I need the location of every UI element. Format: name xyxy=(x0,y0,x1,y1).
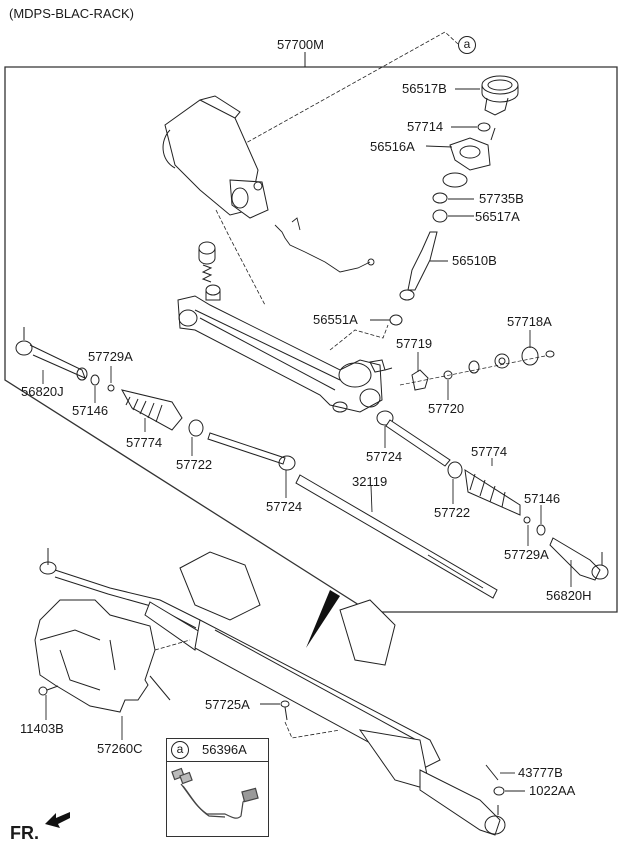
nut-57146-left-icon xyxy=(90,374,100,386)
wiring-harness-icon xyxy=(171,767,259,819)
rack-housing-icon xyxy=(177,295,393,413)
clamp-57722-left-icon xyxy=(188,419,204,437)
seal-57735B-icon xyxy=(432,192,448,204)
tie-rod-end-right-icon xyxy=(549,537,609,581)
bolt-57725A-icon xyxy=(280,700,290,721)
callout-57729A-left[interactable]: 57729A xyxy=(88,349,133,364)
callout-56510B[interactable]: 56510B xyxy=(452,253,497,268)
black-arrow-marker xyxy=(306,590,340,648)
callout-56517A[interactable]: 56517A xyxy=(475,209,520,224)
bearing-56517A-icon xyxy=(432,209,448,223)
callout-57774-right[interactable]: 57774 xyxy=(471,444,508,459)
callout-57722-right[interactable]: 57722 xyxy=(434,505,471,520)
callout-57722-left[interactable]: 57722 xyxy=(176,457,213,472)
tie-rod-end-left-icon xyxy=(15,327,88,381)
callout-56517B[interactable]: 56517B xyxy=(402,81,447,96)
boot-left-icon xyxy=(121,389,183,431)
assembly-frame xyxy=(4,66,618,613)
inner-tie-rod-right-icon xyxy=(376,410,451,467)
callout-57260C[interactable]: 57260C xyxy=(97,741,143,756)
callout-57146-left[interactable]: 57146 xyxy=(72,403,109,418)
leader-lines xyxy=(42,88,572,792)
bushing-56551A-icon xyxy=(389,314,403,326)
callout-56516A[interactable]: 56516A xyxy=(370,139,415,154)
bolt-icon xyxy=(490,127,496,141)
split-pin-icon xyxy=(485,764,499,781)
washer-57714-icon xyxy=(477,122,491,132)
sensor-cover-icon xyxy=(481,75,519,116)
bolt-11403B-icon xyxy=(38,685,59,696)
callout-43777B[interactable]: 43777B xyxy=(518,765,563,780)
dashed-link-motor xyxy=(215,209,266,306)
nut-57729A-left-icon xyxy=(107,384,115,392)
callout-57724-right[interactable]: 57724 xyxy=(366,449,403,464)
inset-box: a 56396A xyxy=(166,738,269,837)
callout-11403B[interactable]: 11403B xyxy=(20,721,64,736)
callout-56396A[interactable]: 56396A xyxy=(202,742,247,757)
diagram-title: (MDPS-BLAC-RACK) xyxy=(9,6,134,21)
clamp-57722-right-icon xyxy=(447,461,463,479)
callout-57729A-right[interactable]: 57729A xyxy=(504,547,549,562)
adjuster-parts-icon xyxy=(399,346,555,391)
callout-57719[interactable]: 57719 xyxy=(396,336,433,351)
o-ring-icon xyxy=(442,172,468,188)
rack-bar-icon xyxy=(295,474,498,599)
yoke-parts-icon xyxy=(198,241,221,301)
boot-right-icon xyxy=(464,468,521,516)
callout-1022AA[interactable]: 1022AA xyxy=(529,783,576,798)
callout-57700M[interactable]: 57700M xyxy=(277,37,324,52)
nut-57146-right-icon xyxy=(536,524,546,536)
nut-57729A-right-icon xyxy=(523,516,531,524)
callout-57718A[interactable]: 57718A xyxy=(507,314,552,329)
callout-57724-left[interactable]: 57724 xyxy=(266,499,303,514)
front-arrow-icon xyxy=(45,812,70,828)
dashed-link-bolt xyxy=(284,721,341,739)
inner-tie-rod-left-icon xyxy=(207,432,296,471)
dashed-link-shield xyxy=(154,639,191,651)
callout-57146-right[interactable]: 57146 xyxy=(524,491,561,506)
callout-57720[interactable]: 57720 xyxy=(428,401,465,416)
callout-57774-left[interactable]: 57774 xyxy=(126,435,163,450)
callout-57714[interactable]: 57714 xyxy=(407,119,444,134)
front-direction-label: FR. xyxy=(10,823,39,843)
callout-56820H[interactable]: 56820H xyxy=(546,588,592,603)
pinion-cover-icon xyxy=(449,137,491,171)
inset-header: a 56396A xyxy=(167,739,268,762)
callout-57735B[interactable]: 57735B xyxy=(479,191,524,206)
dashed-link-56551A xyxy=(329,324,389,351)
callout-56551A[interactable]: 56551A xyxy=(313,312,358,327)
callout-56820J[interactable]: 56820J xyxy=(21,384,64,399)
pinion-shaft-icon xyxy=(399,231,438,301)
callout-32119[interactable]: 32119 xyxy=(352,474,388,489)
inset-marker-a: a xyxy=(171,741,189,759)
dashed-link-a xyxy=(236,31,459,149)
sensor-cable-icon xyxy=(274,217,375,273)
heat-shield-icon xyxy=(34,599,171,713)
reference-marker-a[interactable]: a xyxy=(458,36,476,54)
castle-nut-icon xyxy=(493,786,505,796)
motor-unit-icon xyxy=(162,95,269,219)
assembled-rack-icon xyxy=(39,548,506,836)
callout-57725A[interactable]: 57725A xyxy=(205,697,250,712)
